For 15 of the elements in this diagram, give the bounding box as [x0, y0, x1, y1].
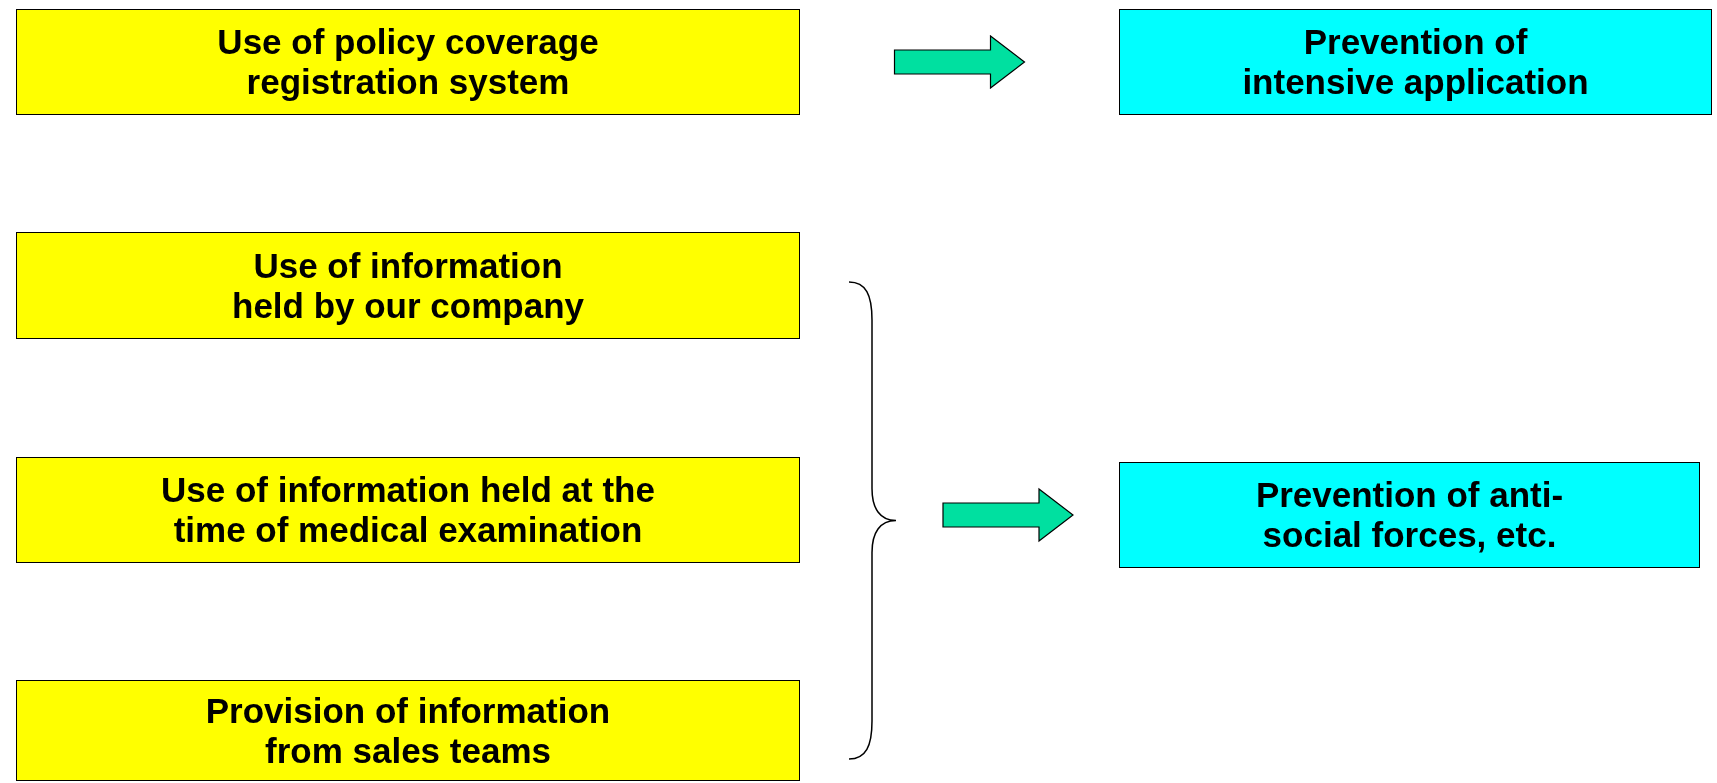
box-label: Prevention of intensive application	[1241, 22, 1590, 102]
method-box	[16, 232, 800, 339]
method-box	[16, 680, 800, 781]
box-label: Use of information held at the time of medical examination	[160, 470, 656, 550]
method-box	[16, 457, 800, 563]
goal-box	[1119, 9, 1712, 115]
method-box	[16, 9, 800, 115]
box-label: Use of policy coverage registration system	[216, 22, 600, 102]
block-arrow	[893, 34, 1026, 90]
block-arrow	[942, 487, 1074, 543]
box-label: Provision of information from sales teams	[204, 690, 612, 771]
curly-brace	[849, 281, 897, 760]
box-label: Prevention of anti-social forces, etc.	[1254, 475, 1565, 555]
goal-box	[1119, 462, 1700, 568]
box-label: Use of information held by our company	[231, 245, 585, 326]
